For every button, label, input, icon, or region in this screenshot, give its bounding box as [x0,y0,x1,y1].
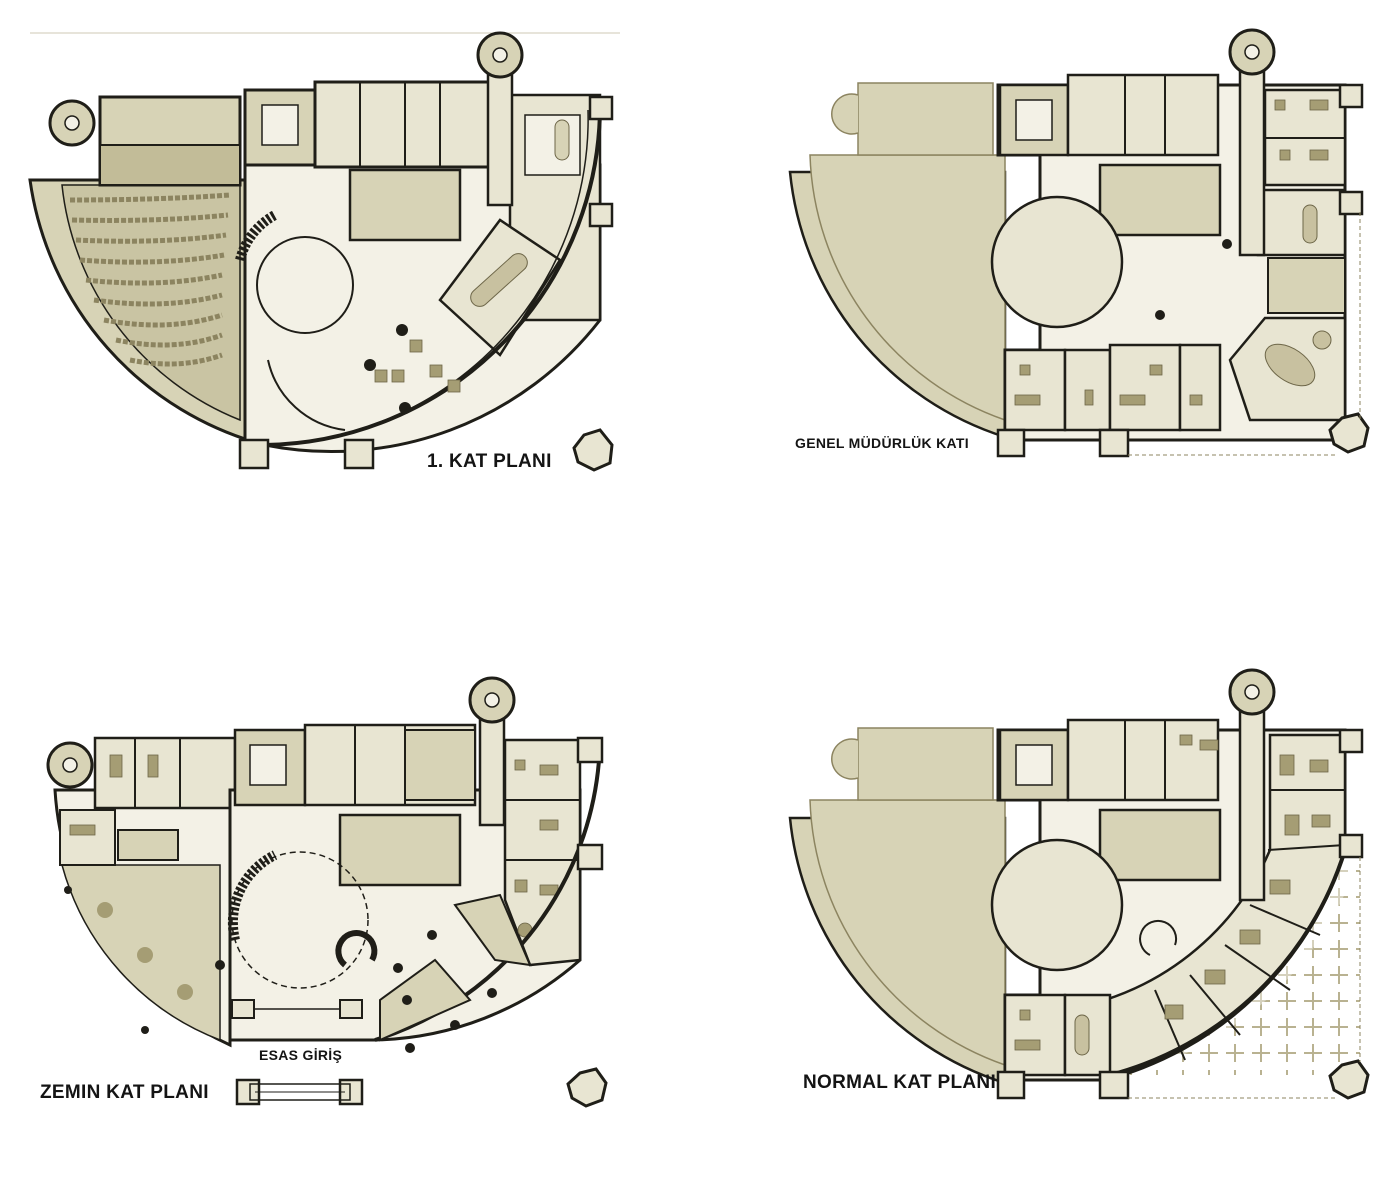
plan-first-floor [28,31,620,472]
main-entrance-label: ESAS GİRİŞ [259,1047,343,1063]
plan-general-management-floor [788,28,1370,458]
ground-floor-plan-title: ZEMIN KAT PLANI [40,1082,209,1103]
general-management-floor-title: GENEL MÜDÜRLÜK KATI [795,435,969,451]
first-floor-plan-title: 1. KAT PLANI [427,451,552,472]
normal-floor-plan-title: NORMAL KAT PLANI [803,1072,997,1093]
auditorium-seating [69,192,231,367]
entrance-canopy [235,1078,364,1106]
plan-ground-floor [46,676,608,1108]
plan-normal-floor [788,668,1370,1100]
